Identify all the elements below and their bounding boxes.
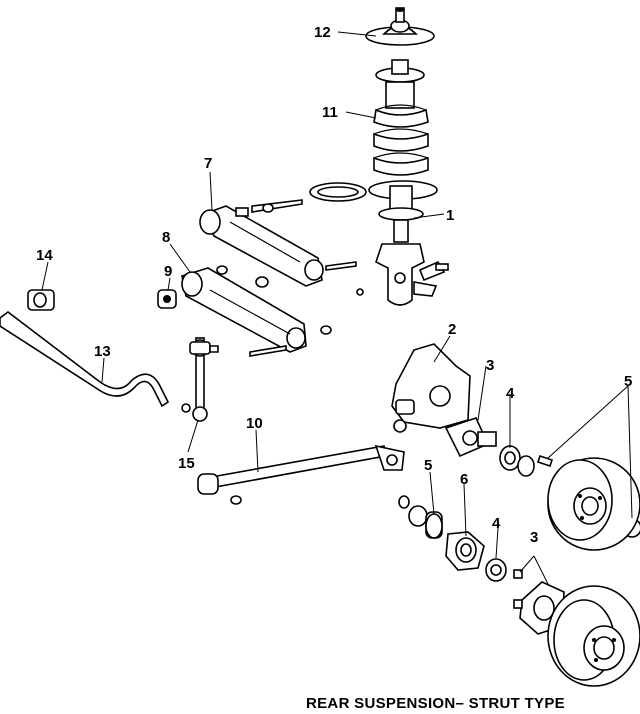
rear-knuckle	[391, 343, 471, 433]
spring-insulator-ring	[309, 182, 367, 202]
diagram-caption: REAR SUSPENSION– STRUT TYPE	[306, 695, 565, 712]
strut-shock-absorber	[375, 185, 449, 306]
callout-5-upper: 5	[624, 373, 632, 390]
spindle-upper	[444, 417, 497, 458]
callout-4-upper: 4	[506, 385, 515, 402]
upper-control-arm	[199, 199, 364, 296]
strut-rod	[197, 444, 405, 505]
callout-11: 11	[322, 104, 338, 121]
callout-5-lower: 5	[424, 457, 432, 474]
callout-8: 8	[162, 229, 170, 246]
callout-9: 9	[164, 263, 172, 280]
leader-lines	[41, 31, 633, 585]
callout-3-lower: 3	[530, 529, 538, 546]
strut-upper-mount	[365, 7, 435, 46]
brake-drum-upper	[547, 457, 640, 551]
callout-15: 15	[178, 455, 195, 472]
callout-4-lower: 4	[492, 515, 501, 532]
callout-12: 12	[314, 24, 331, 41]
stabilizer-bushing	[27, 289, 55, 311]
stabilizer-link	[181, 337, 219, 422]
bearing-lower	[485, 558, 507, 582]
callout-14: 14	[36, 247, 53, 264]
callout-3-upper: 3	[486, 357, 494, 374]
lower-control-arm	[181, 265, 332, 357]
callout-6: 6	[460, 471, 468, 488]
bearing-upper	[499, 445, 521, 471]
callout-2: 2	[448, 321, 456, 338]
callout-13: 13	[94, 343, 111, 360]
bushing-9	[157, 289, 177, 309]
brake-drum-lower	[547, 585, 640, 687]
callout-7: 7	[204, 155, 212, 172]
stabilizer-bar	[0, 310, 170, 408]
coil-spring-assembly	[368, 59, 438, 200]
callout-10: 10	[246, 415, 263, 432]
callout-1: 1	[446, 207, 454, 224]
oil-seal-lower	[398, 495, 443, 539]
rear-hub-assembly	[445, 531, 485, 571]
